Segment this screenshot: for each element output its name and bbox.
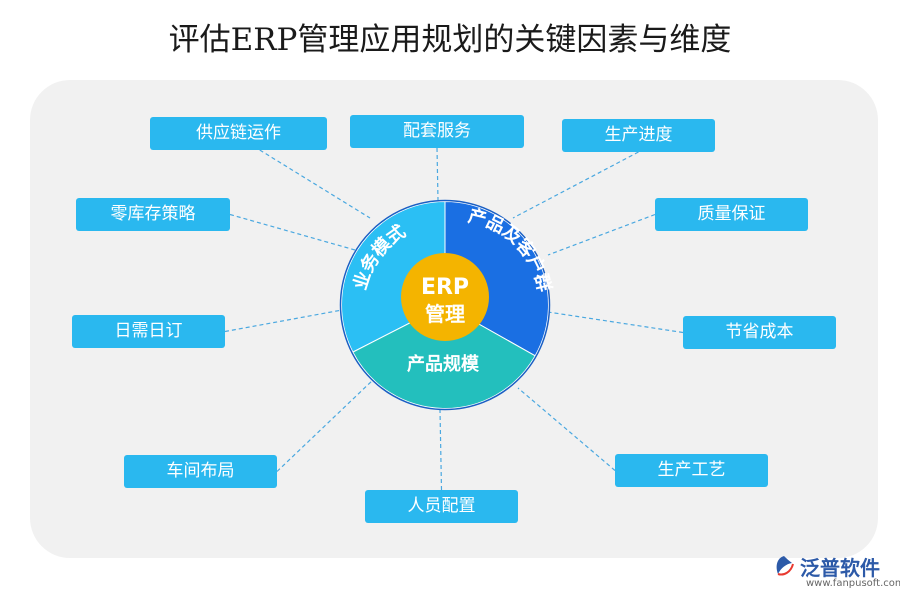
brand-name: 泛普软件 xyxy=(800,556,880,580)
connector-line xyxy=(512,151,639,219)
factor-box: 生产工艺 xyxy=(615,454,768,487)
brand-site: www.fanpusoft.com xyxy=(806,578,900,589)
factor-box: 日需日订 xyxy=(72,315,225,348)
factor-box: 人员配置 xyxy=(365,490,518,523)
connector-lines xyxy=(224,147,684,491)
factor-box: 生产进度 xyxy=(562,119,715,152)
connector-line xyxy=(276,377,376,472)
factor-box: 供应链运作 xyxy=(150,117,327,150)
segment-product-scale xyxy=(352,304,536,409)
factor-box: 零库存策略 xyxy=(76,198,230,231)
ring-border xyxy=(339,199,551,411)
factor-box: 车间布局 xyxy=(124,455,277,488)
brand-logo: 泛普软件 www.fanpusoft.com xyxy=(770,552,900,600)
factor-box: 配套服务 xyxy=(350,115,524,148)
connector-line xyxy=(224,309,343,333)
segment-label-product-scale: 产品规模 xyxy=(407,353,480,375)
factor-box: 质量保证 xyxy=(655,198,808,231)
center-circle xyxy=(401,253,489,341)
page-title: 评估ERP管理应用规划的关键因素与维度 xyxy=(168,22,732,58)
connector-line xyxy=(547,311,684,334)
connector-line xyxy=(517,387,616,471)
center-label-line2: 管理 xyxy=(425,302,465,326)
factor-box: 节省成本 xyxy=(683,316,836,349)
brand-logo-icon xyxy=(776,556,794,576)
connector-line xyxy=(547,213,656,256)
connector-line xyxy=(436,147,439,201)
connector-line xyxy=(229,213,356,251)
connector-line xyxy=(439,409,443,491)
center-label-line1: ERP xyxy=(421,275,469,300)
connector-line xyxy=(259,149,371,219)
